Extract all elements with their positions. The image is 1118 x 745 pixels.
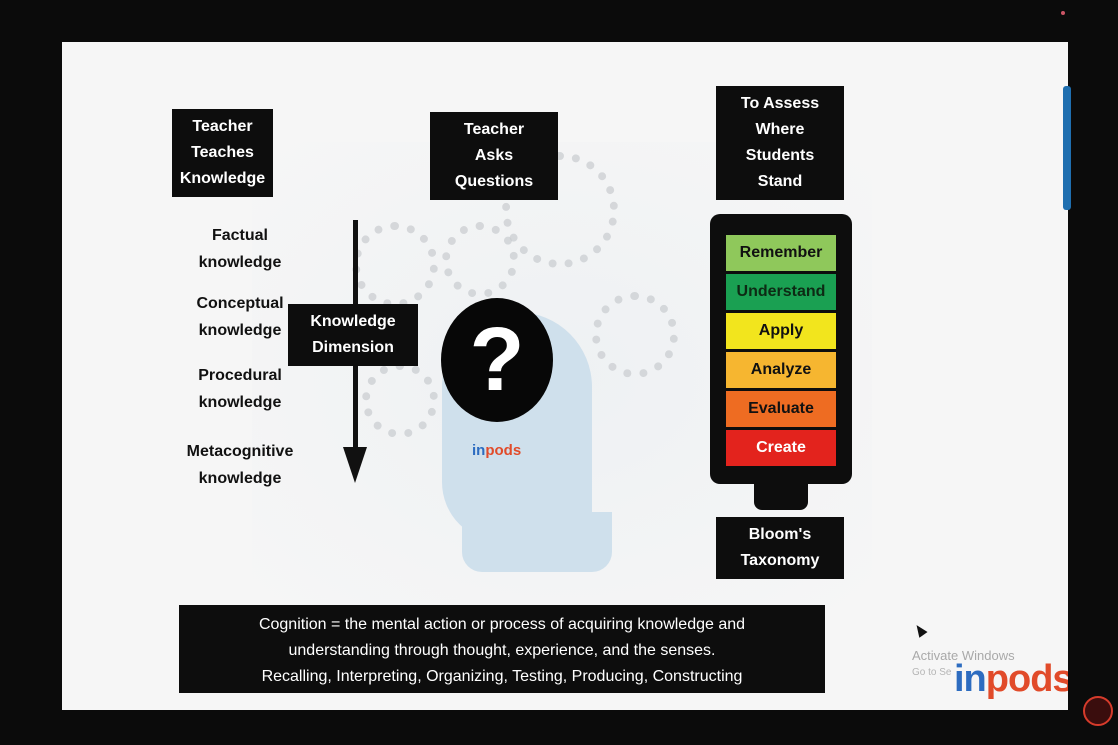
bloom-phone-base (754, 480, 808, 510)
question-mark-icon: ? (441, 298, 553, 422)
knowledge-type-procedural: Procedural knowledge (198, 367, 282, 411)
gear-icon (502, 152, 618, 268)
gear-icon (592, 292, 678, 378)
bloom-level-apply: Apply (726, 313, 836, 349)
bloom-level-understand: Understand (726, 274, 836, 310)
presentation-slide: ? inpods Teacher Teaches Knowledge Teach… (62, 42, 1068, 710)
down-arrow-icon (343, 447, 367, 483)
bloom-level-evaluate: Evaluate (726, 391, 836, 427)
bloom-level-remember: Remember (726, 235, 836, 271)
gear-icon (352, 222, 438, 308)
bloom-level-create: Create (726, 430, 836, 466)
side-scrollbar[interactable] (1063, 86, 1071, 210)
gear-icon (362, 362, 438, 438)
mouse-cursor (912, 622, 928, 638)
teacher-teaches-box: Teacher Teaches Knowledge (172, 109, 273, 197)
head-neck (462, 512, 612, 572)
bloom-level-analyze: Analyze (726, 352, 836, 388)
knowledge-type-metacognitive: Metacognitive knowledge (186, 443, 294, 487)
teacher-asks-box: Teacher Asks Questions (430, 112, 558, 200)
gear-icon (442, 222, 518, 298)
blooms-taxonomy-box: Bloom's Taxonomy (716, 517, 844, 579)
knowledge-type-conceptual: Conceptual knowledge (196, 295, 284, 339)
caption-line-1: Cognition = the mental action or process… (258, 616, 746, 633)
record-indicator-icon[interactable] (1083, 696, 1113, 726)
head-brand-label: inpods (472, 442, 522, 459)
activate-windows-title: Activate Windows (912, 648, 1015, 663)
inpods-logo: inpods (954, 658, 1068, 700)
knowledge-dimension-box: Knowledge Dimension (288, 304, 418, 366)
knowledge-type-factual: Factual knowledge (198, 227, 282, 271)
activate-windows-sub: Go to Se (912, 667, 952, 678)
caption-line-2: understanding through thought, experienc… (288, 642, 716, 659)
cognition-caption: Cognition = the mental action or process… (179, 605, 825, 693)
window-indicator-dot (1061, 11, 1065, 15)
assess-students-box: To Assess Where Students Stand (716, 86, 844, 200)
caption-line-3: Recalling, Interpreting, Organizing, Tes… (261, 668, 743, 685)
